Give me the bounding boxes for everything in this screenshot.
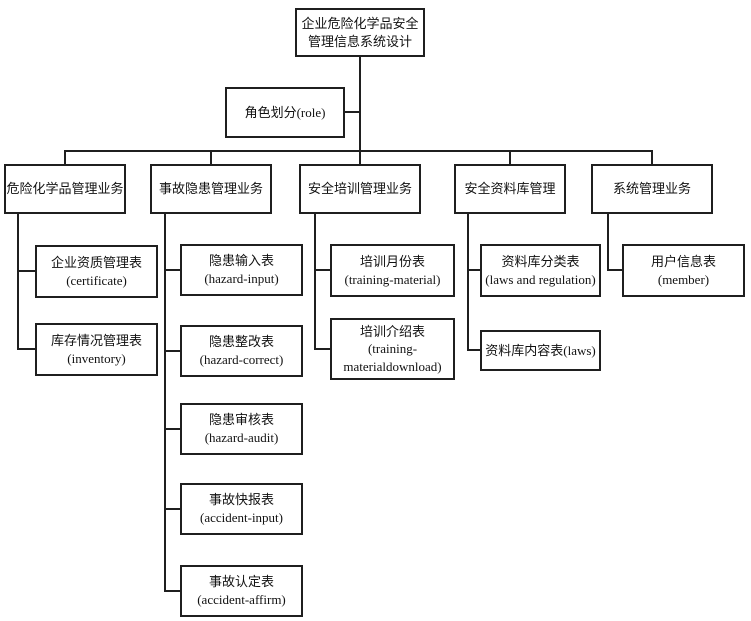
node-inventory: 库存情况管理表 (inventory) bbox=[35, 323, 158, 376]
node-label-en: (member) bbox=[657, 271, 710, 287]
node-training-material: 培训月份表 (training-material) bbox=[330, 244, 455, 297]
connector-laws-regulation bbox=[467, 269, 480, 271]
node-label-en: (hazard-correct) bbox=[199, 352, 284, 367]
node-label-en: (accident-affirm) bbox=[197, 592, 286, 607]
node-root-label-line2: 管理信息系统设计 bbox=[307, 33, 412, 49]
connector-branch5-drop bbox=[607, 214, 609, 271]
node-label-zh: 培训月份表 bbox=[359, 253, 425, 269]
node-member: 用户信息表 (member) bbox=[622, 244, 745, 297]
connector-accident-input bbox=[164, 508, 180, 510]
branch-label: 事故隐患管理业务 bbox=[158, 181, 263, 197]
connector-branch4-stub bbox=[509, 150, 511, 164]
connector-root-vertical bbox=[359, 57, 361, 150]
node-root-label-line1: 企业危险化学品安全 bbox=[301, 15, 419, 31]
connector-hazard-input bbox=[164, 269, 180, 271]
node-accident-affirm: 事故认定表 (accident-affirm) bbox=[180, 565, 303, 617]
connector-branch2-drop bbox=[164, 214, 166, 592]
node-label-en: (training-material) bbox=[344, 271, 441, 287]
node-branch-data-library: 安全资料库管理 bbox=[454, 164, 566, 214]
node-label-zh: 培训介绍表 bbox=[359, 323, 425, 339]
node-branch-system-management: 系统管理业务 bbox=[591, 164, 713, 214]
connector-inventory bbox=[17, 348, 35, 350]
connector-hazard-correct bbox=[164, 350, 180, 352]
branch-label: 安全培训管理业务 bbox=[307, 181, 412, 197]
branch-label: 危险化学品管理业务 bbox=[6, 181, 124, 197]
connector-laws bbox=[467, 349, 480, 351]
branch-label: 安全资料库管理 bbox=[464, 181, 556, 197]
node-hazard-correct: 隐患整改表 (hazard-correct) bbox=[180, 325, 303, 377]
connector-branch1-drop bbox=[17, 214, 19, 350]
connector-branch-spine bbox=[64, 150, 653, 152]
node-branch-hazmat-management: 危险化学品管理业务 bbox=[4, 164, 126, 214]
node-training-materialdownload: 培训介绍表 (training- materialdownload) bbox=[330, 318, 455, 380]
connector-certificate bbox=[17, 270, 35, 272]
node-accident-input: 事故快报表 (accident-input) bbox=[180, 483, 303, 535]
node-label-zh: 隐患审核表 bbox=[208, 412, 274, 428]
node-label-zh: 事故认定表 bbox=[208, 574, 274, 590]
node-label-en: (accident-input) bbox=[199, 510, 283, 525]
node-label-en: (laws and regulation) bbox=[485, 271, 596, 287]
connector-branch3-stub bbox=[359, 150, 361, 164]
node-label-en: (inventory) bbox=[67, 350, 126, 366]
connector-branch2-stub bbox=[210, 150, 212, 164]
node-role-label: 角色划分(role) bbox=[244, 104, 326, 120]
node-label-en1: (training- bbox=[367, 341, 418, 357]
connector-branch1-stub bbox=[64, 150, 66, 164]
connector-branch3-drop bbox=[314, 214, 316, 350]
node-hazard-audit: 隐患审核表 (hazard-audit) bbox=[180, 403, 303, 455]
node-laws-and-regulation: 资料库分类表 (laws and regulation) bbox=[480, 244, 601, 297]
node-branch-safety-training: 安全培训管理业务 bbox=[299, 164, 421, 214]
node-label-zh: 企业资质管理表 bbox=[50, 254, 142, 270]
node-hazard-input: 隐患输入表 (hazard-input) bbox=[180, 244, 303, 296]
node-laws: 资料库内容表(laws) bbox=[480, 330, 601, 371]
connector-training-material bbox=[314, 269, 330, 271]
connector-accident-affirm bbox=[164, 590, 180, 592]
node-label-zh: 用户信息表 bbox=[650, 253, 716, 269]
connector-role-horizontal bbox=[344, 111, 360, 113]
node-certificate: 企业资质管理表 (certificate) bbox=[35, 245, 158, 298]
connector-hazard-audit bbox=[164, 428, 180, 430]
node-label-en2: materialdownload) bbox=[343, 358, 442, 374]
node-label-zh: 库存情况管理表 bbox=[50, 332, 142, 348]
connector-branch4-drop bbox=[467, 214, 469, 351]
node-label-zh: 事故快报表 bbox=[208, 492, 274, 508]
node-branch-accident-hazard: 事故隐患管理业务 bbox=[150, 164, 272, 214]
node-label-zh: 资料库分类表 bbox=[501, 253, 580, 269]
node-label-en: (hazard-audit) bbox=[204, 430, 279, 445]
node-label-en: (hazard-input) bbox=[204, 271, 279, 286]
node-label-zh: 隐患输入表 bbox=[208, 253, 274, 269]
node-label-en: (certificate) bbox=[66, 272, 127, 288]
node-role: 角色划分(role) bbox=[225, 87, 345, 138]
node-root: 企业危险化学品安全 管理信息系统设计 bbox=[295, 8, 425, 57]
connector-member bbox=[607, 269, 622, 271]
branch-label: 系统管理业务 bbox=[612, 181, 691, 197]
node-label-zh: 资料库内容表(laws) bbox=[485, 342, 596, 358]
connector-training-materialdownload bbox=[314, 348, 330, 350]
node-label-zh: 隐患整改表 bbox=[208, 334, 274, 350]
connector-branch5-stub bbox=[651, 150, 653, 164]
